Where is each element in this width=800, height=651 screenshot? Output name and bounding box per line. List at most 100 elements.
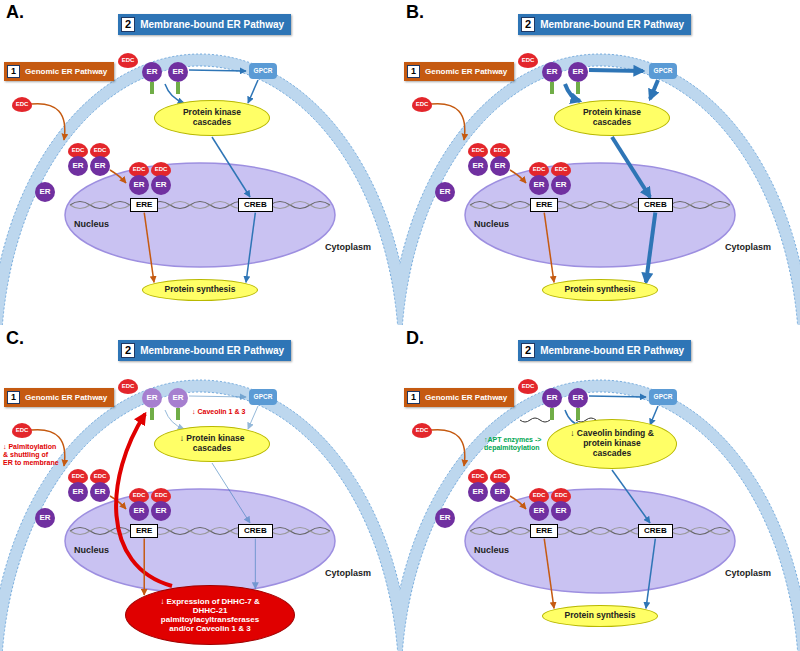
node-text: Membrane-bound ER Pathway <box>140 345 284 357</box>
edc-molecule: EDC <box>518 379 538 394</box>
genomic-pathway-box: 1Genomic ER Pathway <box>4 62 114 81</box>
pathway-number: 1 <box>407 65 420 78</box>
kinase-ellipse: Protein kinase cascades <box>554 100 670 136</box>
panel-art <box>400 380 800 651</box>
effect-note: ↓ Caveolin 1 & 3 <box>192 408 245 416</box>
node-text: ↓ Expression of DHHC-7 & DHHC-21 palmito… <box>150 597 270 634</box>
node-text: CREB <box>644 200 667 210</box>
pathway-arrow <box>612 137 650 197</box>
er-receptor: ER <box>568 388 588 408</box>
edc-molecule: EDC <box>412 423 432 438</box>
er-receptor: ER <box>35 508 55 528</box>
er-receptor: ER <box>490 156 510 176</box>
compartment-label: Nucleus <box>474 545 509 555</box>
synthesis-ellipse: Protein synthesis <box>142 279 258 301</box>
kinase-ellipse: Protein kinase cascades <box>154 100 270 136</box>
er-receptor: ER <box>435 182 455 202</box>
er-receptor: ER <box>529 175 549 195</box>
er-receptor: ER <box>68 156 88 176</box>
kinase-ellipse: ↓ Protein kinase cascades <box>154 426 270 462</box>
er-receptor: ER <box>542 62 562 82</box>
compartment-label: Nucleus <box>74 219 109 229</box>
compartment-label: Cytoplasm <box>325 568 371 578</box>
pathway-arrow <box>212 463 250 523</box>
genomic-pathway-box: 1Genomic ER Pathway <box>4 388 114 407</box>
node-text: ERE <box>136 200 152 210</box>
pathway-arrow <box>144 213 154 283</box>
response-element-box: ERE <box>130 198 158 212</box>
response-element-box: CREB <box>238 198 273 212</box>
genomic-arrows <box>31 104 126 183</box>
node-text: Genomic ER Pathway <box>25 67 107 77</box>
pathway-arrow <box>544 213 554 283</box>
pathway-arrow <box>143 539 145 595</box>
er-receptor: ER <box>568 62 588 82</box>
er-receptor: ER <box>142 62 162 82</box>
panel-letter: D. <box>406 328 424 349</box>
pathway-number: 2 <box>121 343 135 358</box>
er-receptor: ER <box>151 175 171 195</box>
edc-molecule: EDC <box>118 379 138 394</box>
node-text: ERE <box>536 526 552 536</box>
er-receptor: ER <box>90 482 110 502</box>
pathway-arrow <box>212 137 250 197</box>
pathway-number: 2 <box>521 17 535 32</box>
gpcr-receptor: GPCR <box>249 63 277 79</box>
node-text: Membrane-bound ER Pathway <box>140 19 284 31</box>
response-element-box: CREB <box>238 524 273 538</box>
synthesis-ellipse: Protein synthesis <box>542 605 658 627</box>
node-text: ↓ Protein kinase cascades <box>171 434 253 454</box>
membrane-pathway-box: 2 Membrane-bound ER Pathway <box>118 340 291 361</box>
response-element-box: CREB <box>638 524 673 538</box>
genomic-pathway-box: 1 Genomic ER Pathway <box>404 62 514 81</box>
compartment-label: Cytoplasm <box>325 242 371 252</box>
er-receptor: ER <box>129 175 149 195</box>
pathway-arrow <box>646 539 655 609</box>
node-text: Protein kinase cascades <box>571 108 653 128</box>
compartment-label: Nucleus <box>474 219 509 229</box>
node-text: Genomic ER Pathway <box>25 393 107 403</box>
er-receptor: ER <box>551 501 571 521</box>
genomic-pathway-box: 1 Genomic ER Pathway <box>404 388 514 407</box>
effect-note: ↓ Palmitoylation & shuttling of ER to me… <box>3 443 59 467</box>
genomic-arrows <box>31 430 126 509</box>
er-receptor: ER <box>168 388 188 408</box>
panel-art <box>400 54 800 325</box>
node-text: Protein synthesis <box>565 285 636 295</box>
er-receptor: ER <box>542 388 562 408</box>
genomic-arrows <box>431 104 526 183</box>
er-receptor: ER <box>142 388 162 408</box>
compartment-label: Nucleus <box>74 545 109 555</box>
pathway-number: 1 <box>407 391 420 404</box>
pathway-number: 2 <box>121 17 135 32</box>
node-text: ERE <box>536 200 552 210</box>
node-text: CREB <box>244 200 267 210</box>
panel-letter: C. <box>6 328 24 349</box>
er-receptor: ER <box>435 508 455 528</box>
er-receptor: ER <box>68 482 88 502</box>
response-element-box: ERE <box>130 524 158 538</box>
edc-molecule: EDC <box>412 97 432 112</box>
pathway-arrow <box>246 213 255 283</box>
pathway-number: 2 <box>521 343 535 358</box>
panel-letter: B. <box>406 2 424 23</box>
er-receptor: ER <box>551 175 571 195</box>
edc-molecule: EDC <box>12 97 32 112</box>
node-text: CREB <box>244 526 267 536</box>
er-receptor: ER <box>468 156 488 176</box>
node-text: Genomic ER Pathway <box>425 393 507 403</box>
node-text: ERE <box>136 526 152 536</box>
er-receptor: ER <box>529 501 549 521</box>
response-element-box: CREB <box>638 198 673 212</box>
node-text: Protein synthesis <box>165 285 236 295</box>
er-receptor: ER <box>129 501 149 521</box>
compartment-label: Cytoplasm <box>725 242 771 252</box>
gpcr-receptor: GPCR <box>249 389 277 405</box>
er-receptor: ER <box>168 62 188 82</box>
er-receptor: ER <box>35 182 55 202</box>
er-receptor: ER <box>90 156 110 176</box>
gpcr-receptor: GPCR <box>649 63 677 79</box>
membrane-pathway-box: 2Membrane-bound ER Pathway <box>518 340 691 361</box>
node-text: Genomic ER Pathway <box>425 67 507 77</box>
